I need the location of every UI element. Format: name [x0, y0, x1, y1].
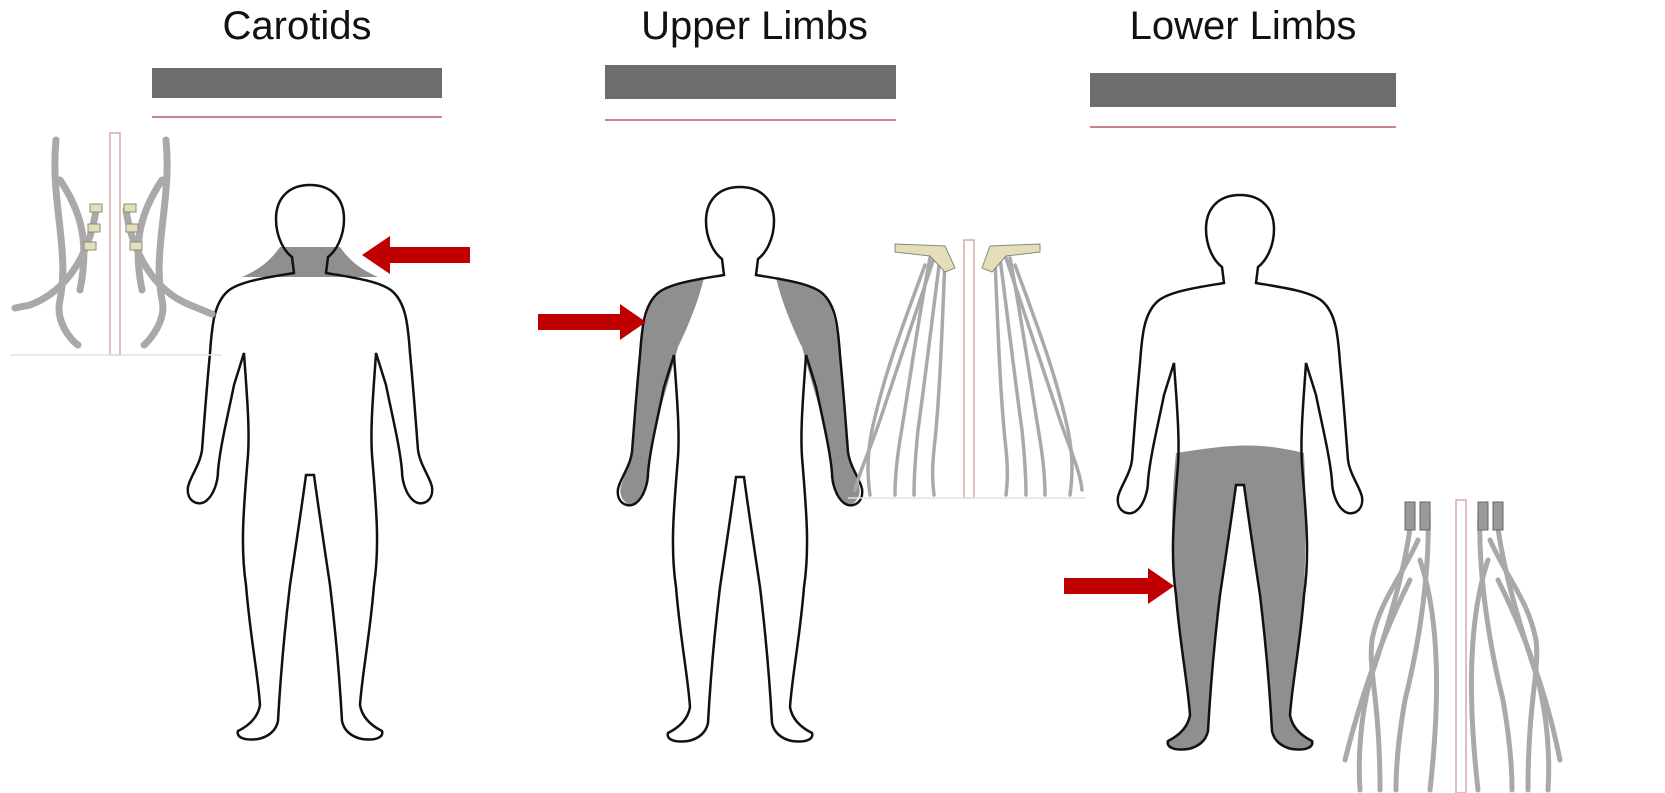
upper-limbs-arrow-icon: [538, 304, 646, 340]
carotids-arrow-icon: [362, 236, 470, 274]
lower-limb-vessel-illustration-icon: [1345, 500, 1560, 793]
upper-limbs-figure: [618, 187, 862, 742]
upper-limb-vessel-illustration-icon: [848, 240, 1086, 498]
carotid-vessel-illustration-icon: [10, 133, 222, 355]
lower-limbs-figure: [1118, 195, 1362, 750]
carotids-figure: [188, 185, 432, 740]
lower-limbs-arrow-icon: [1064, 568, 1174, 604]
neck-highlight: [242, 247, 378, 277]
